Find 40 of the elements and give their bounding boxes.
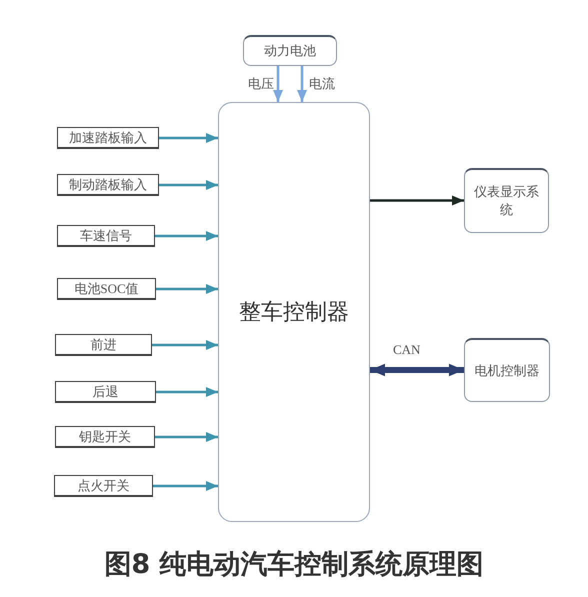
box-label: 车速信号 bbox=[80, 226, 132, 244]
arrow bbox=[159, 133, 218, 143]
input-box bbox=[55, 381, 156, 403]
box-label: 制动踏板输入 bbox=[69, 176, 147, 194]
arrow bbox=[156, 387, 218, 397]
input-box bbox=[57, 225, 155, 247]
arrow bbox=[156, 284, 218, 294]
double-arrow bbox=[370, 364, 464, 376]
box-label: 电池SOC值 bbox=[74, 280, 139, 298]
input-box bbox=[57, 174, 159, 196]
arrow bbox=[155, 231, 218, 241]
arrow bbox=[155, 432, 218, 442]
arrow bbox=[153, 481, 218, 491]
input-box bbox=[57, 278, 156, 300]
input-box bbox=[57, 127, 159, 149]
edge-label: 电流 bbox=[308, 77, 336, 90]
edge-label: 电压 bbox=[247, 77, 275, 90]
box-label: 后退 bbox=[92, 382, 118, 400]
arrow bbox=[273, 66, 283, 102]
controller-box bbox=[218, 102, 370, 522]
arrow bbox=[152, 340, 218, 350]
box-label: 钥匙开关 bbox=[79, 428, 131, 446]
system-box bbox=[464, 168, 549, 233]
box-label: 整车控制器 bbox=[239, 298, 349, 326]
box-label: 前进 bbox=[90, 336, 116, 354]
box-label: 动力电池 bbox=[264, 42, 316, 60]
arrow bbox=[370, 196, 464, 206]
system-box bbox=[464, 338, 550, 402]
box-label: 电机控制器 bbox=[474, 362, 540, 380]
input-box bbox=[55, 426, 155, 448]
edge-label: CAN bbox=[392, 343, 422, 356]
arrow bbox=[159, 180, 218, 190]
box-label: 点火开关 bbox=[78, 476, 130, 494]
box-label: 仪表显示系统 bbox=[473, 183, 540, 219]
input-box bbox=[54, 475, 153, 497]
input-box bbox=[55, 334, 152, 356]
box-label: 加速踏板输入 bbox=[69, 128, 147, 146]
caption: 图8 纯电动汽车控制系统原理图 bbox=[104, 551, 484, 578]
system-box bbox=[243, 35, 337, 66]
arrow bbox=[297, 66, 307, 102]
